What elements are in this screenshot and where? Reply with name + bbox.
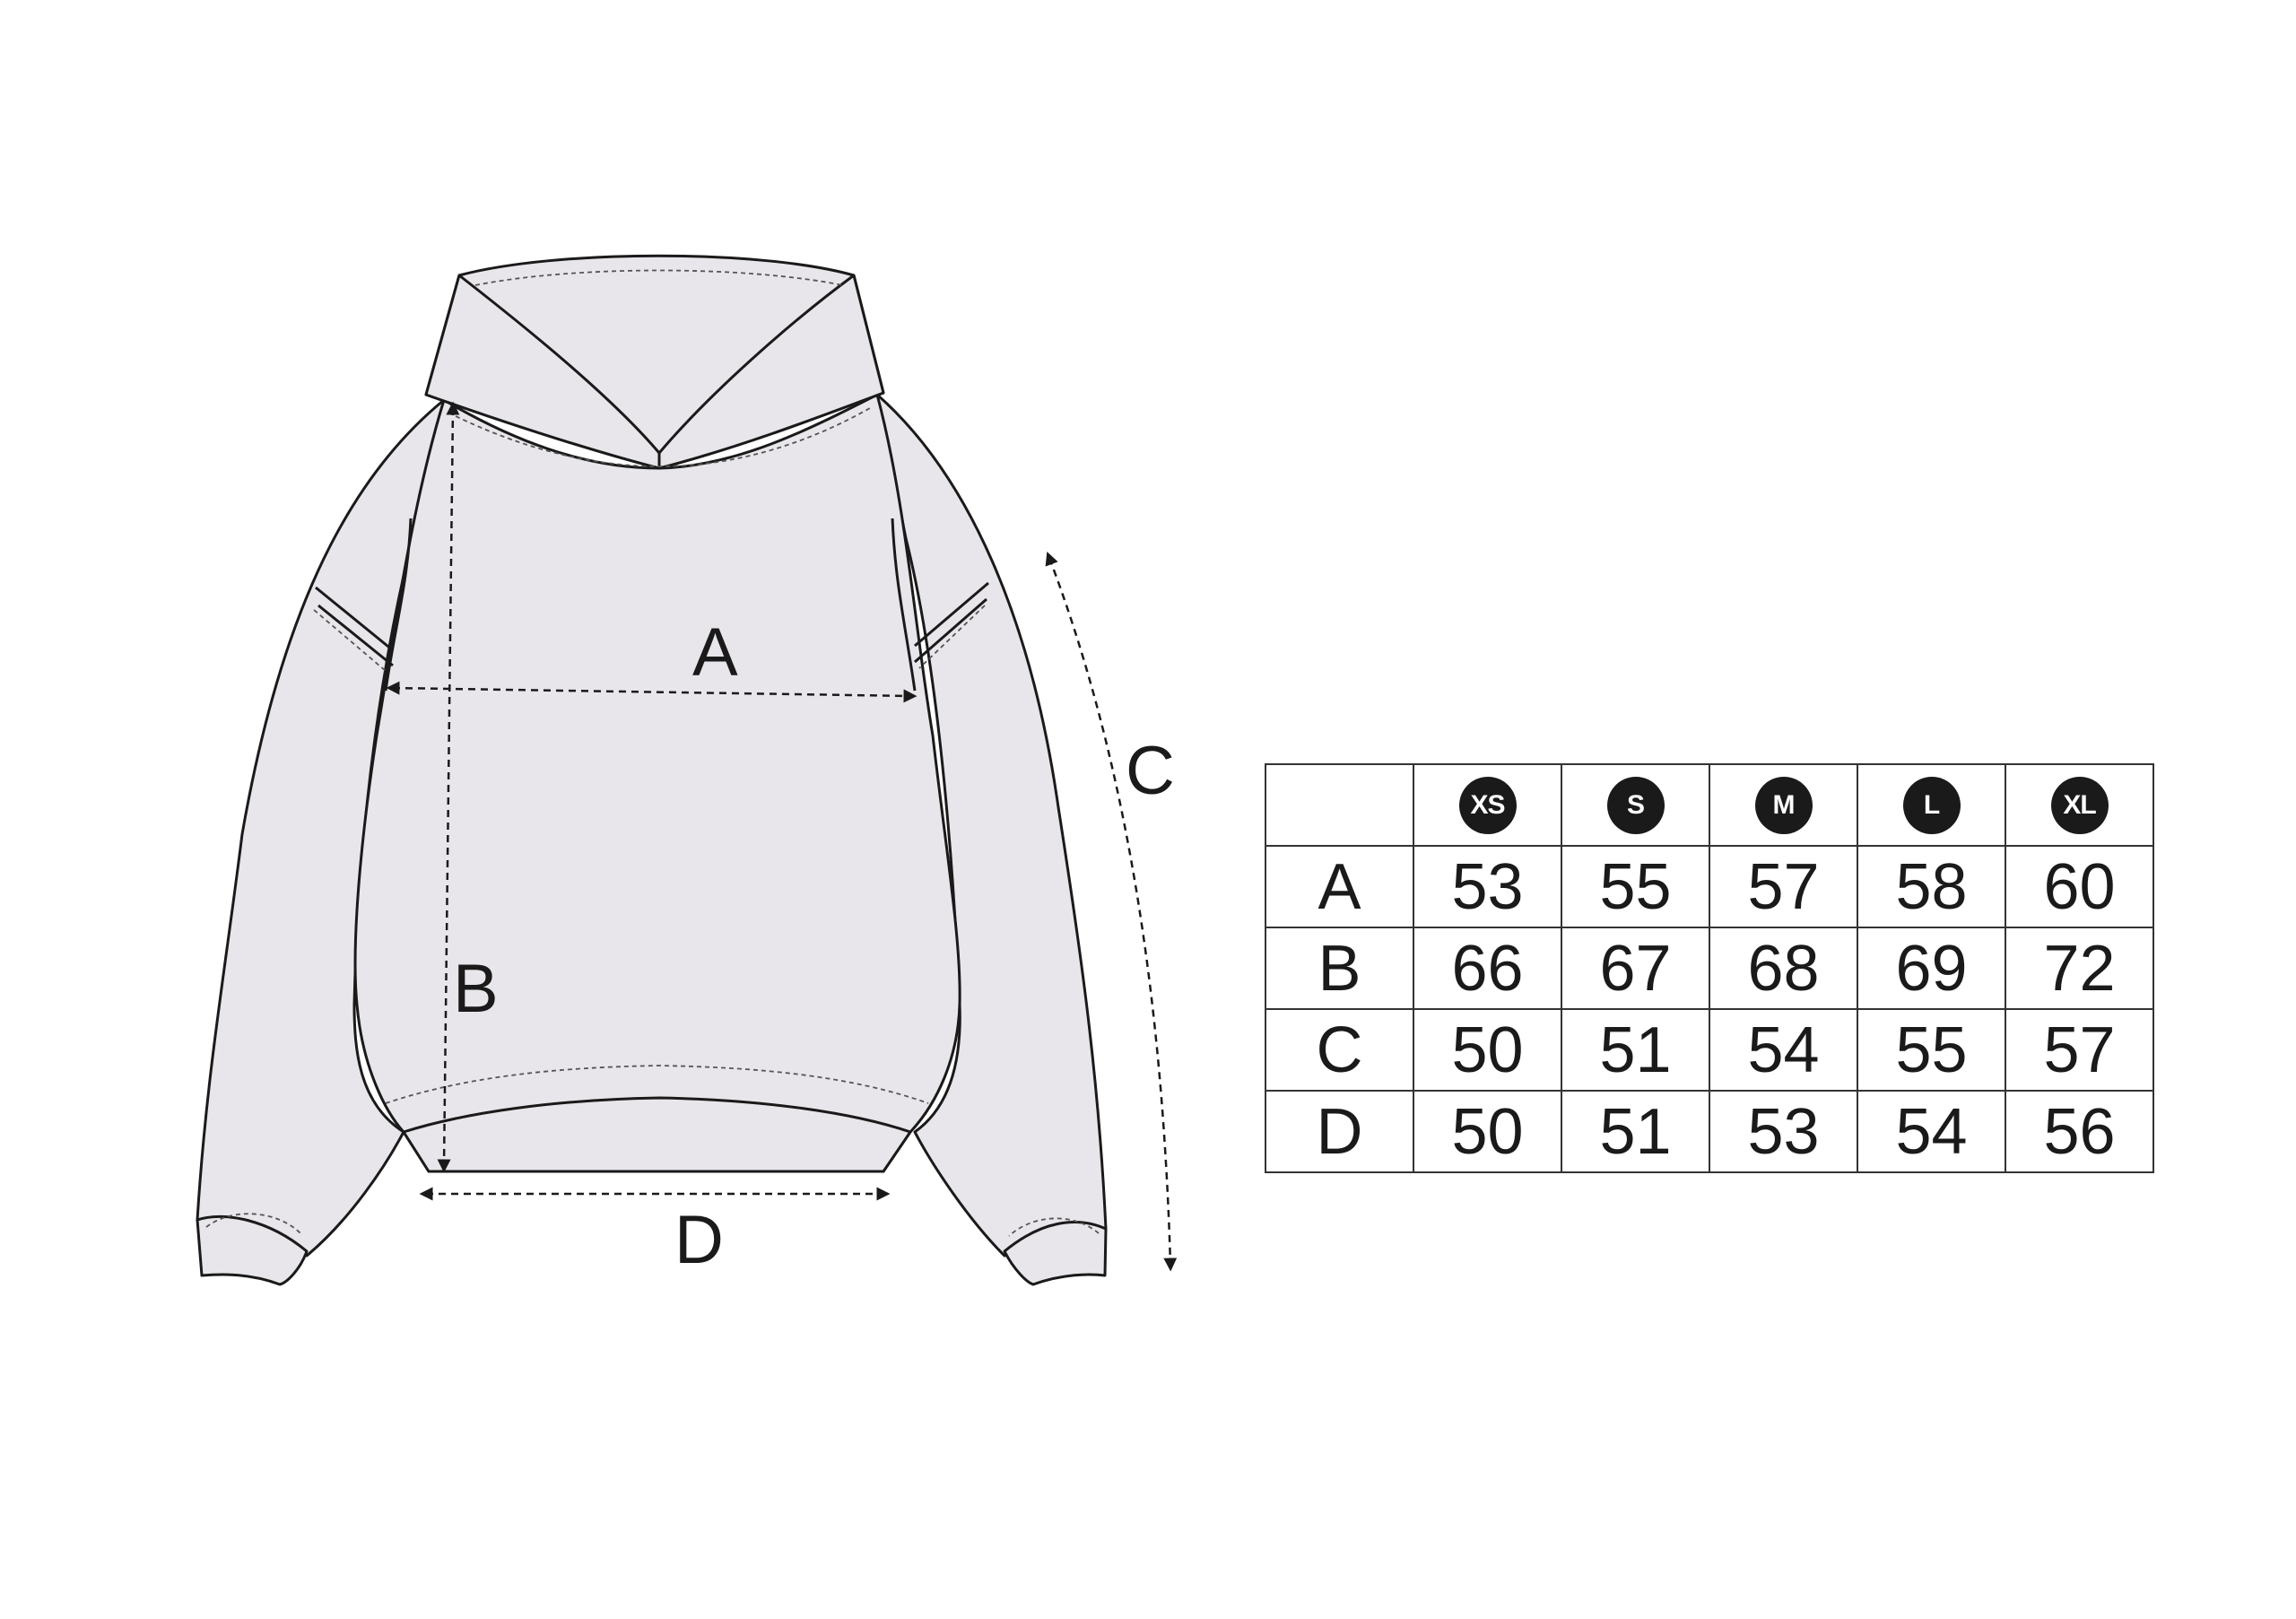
table-cell: 56 — [2005, 1090, 2154, 1173]
table-cell: 51 — [1561, 1008, 1710, 1092]
left-shoulder-seam-2 — [317, 604, 394, 667]
table-cell: 58 — [1857, 845, 2006, 928]
size-header-s: S — [1561, 763, 1710, 847]
table-cell: 69 — [1857, 927, 2006, 1010]
table-cell: 68 — [1709, 927, 1858, 1010]
size-badge-s: S — [1606, 776, 1665, 834]
size-header-row: XS S M L XL — [1265, 763, 2154, 847]
size-header-l: L — [1857, 763, 2006, 847]
table-cell: 57 — [1709, 845, 1858, 928]
table-cell: 60 — [2005, 845, 2154, 928]
right-shoulder-seam — [914, 581, 989, 648]
empty-header-cell — [1265, 763, 1414, 847]
table-row: D 50 51 53 54 56 — [1265, 1090, 2154, 1173]
waistband — [402, 1096, 912, 1173]
left-side-seam — [384, 518, 413, 692]
table-cell: 50 — [1413, 1090, 1562, 1173]
table-cell: 67 — [1561, 927, 1710, 1010]
hoodie-diagram — [196, 254, 1178, 1286]
table-row: A 53 55 57 58 60 — [1265, 845, 2154, 928]
size-badge-xs: XS — [1458, 776, 1517, 834]
table-cell: 55 — [1561, 845, 1710, 928]
size-header-m: M — [1709, 763, 1858, 847]
hoodie-body — [353, 393, 961, 1173]
table-cell: 57 — [2005, 1008, 2154, 1092]
left-cuff — [196, 1214, 309, 1286]
size-badge-l: L — [1902, 776, 1961, 834]
size-header-xl: XL — [2005, 763, 2154, 847]
measure-a-arrow — [386, 681, 918, 703]
row-label: A — [1265, 845, 1414, 928]
table-cell: 54 — [1857, 1090, 2006, 1173]
table-cell: 53 — [1413, 845, 1562, 928]
size-badge-xl: XL — [2050, 776, 2109, 834]
label-c: C — [1126, 733, 1175, 809]
table-cell: 51 — [1561, 1090, 1710, 1173]
right-shoulder-seam-2 — [914, 597, 987, 664]
table-cell: 66 — [1413, 927, 1562, 1010]
left-shoulder-seam — [315, 586, 394, 652]
table-cell: 50 — [1413, 1008, 1562, 1092]
measure-b-arrow — [437, 401, 460, 1173]
hood-right-lapel — [657, 274, 885, 470]
row-label: B — [1265, 927, 1414, 1010]
table-cell: 72 — [2005, 927, 2154, 1010]
table-cell: 53 — [1709, 1090, 1858, 1173]
size-header-xs: XS — [1413, 763, 1562, 847]
size-chart-table: XS S M L XL A 53 55 57 58 60 B 66 67 68 … — [1265, 763, 2154, 1173]
row-label: D — [1265, 1090, 1414, 1173]
label-b: B — [453, 951, 499, 1027]
table-cell: 54 — [1709, 1008, 1858, 1092]
label-d: D — [674, 1202, 724, 1278]
table-row: B 66 67 68 69 72 — [1265, 927, 2154, 1010]
size-badge-m: M — [1754, 776, 1813, 834]
table-cell: 55 — [1857, 1008, 2006, 1092]
label-a: A — [692, 614, 738, 691]
table-row: C 50 51 54 55 57 — [1265, 1008, 2154, 1092]
measure-c-arrow — [1045, 551, 1178, 1272]
right-side-seam — [891, 518, 917, 692]
row-label: C — [1265, 1008, 1414, 1092]
